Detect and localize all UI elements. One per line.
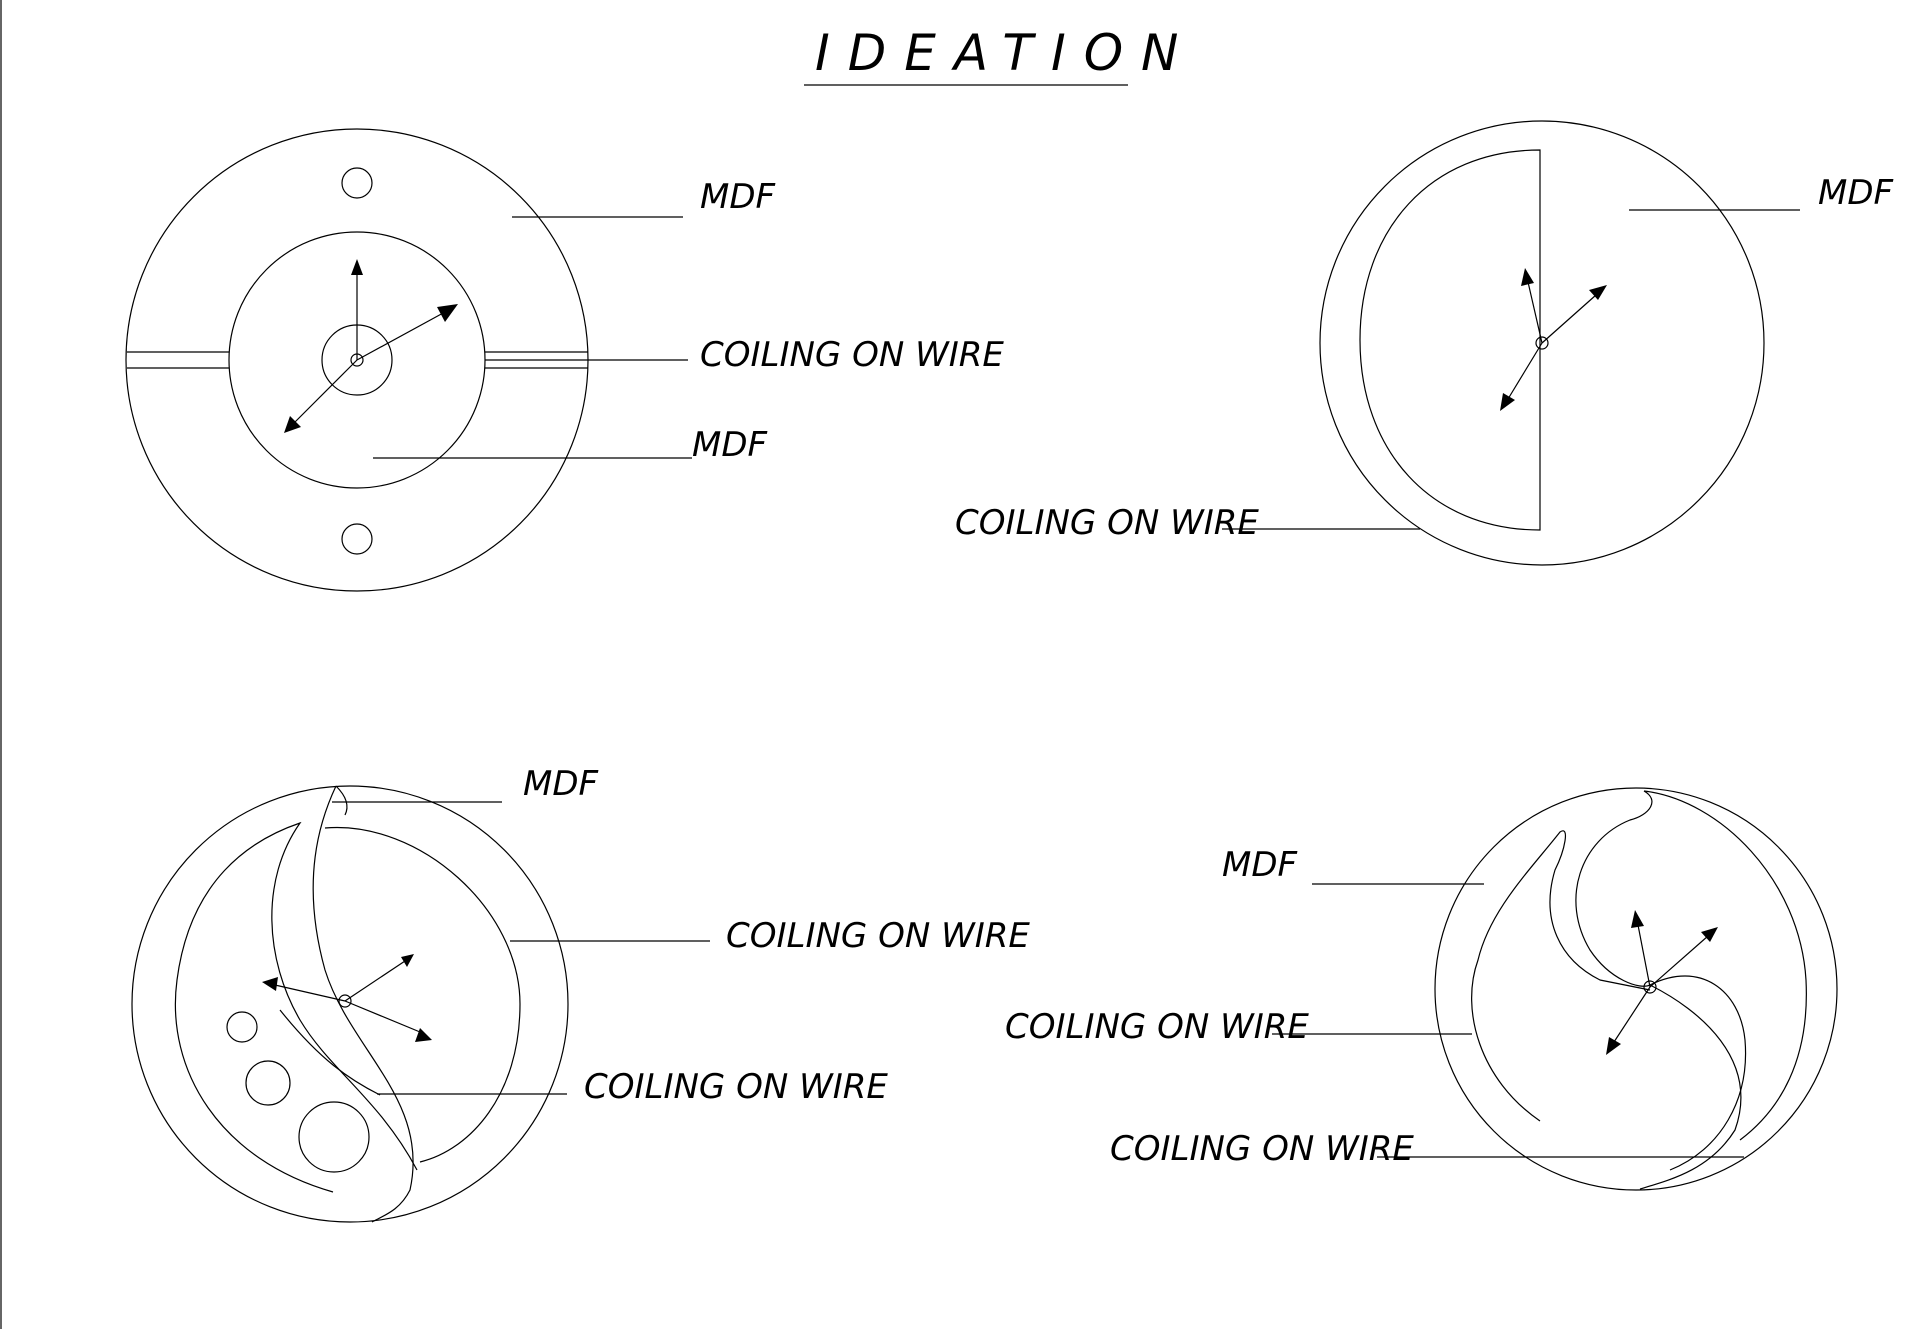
label-coiling-on-wire: COILING ON WIRE xyxy=(700,335,1004,375)
arrow-up xyxy=(1637,924,1651,988)
inner-arc xyxy=(324,826,521,1163)
arrow-up-left xyxy=(1527,281,1543,344)
mount-hole-bottom xyxy=(341,523,373,555)
arrow-lower-left xyxy=(1507,342,1543,400)
arrowhead-lower-left-icon xyxy=(1606,1037,1621,1055)
center-pivot xyxy=(338,994,352,1008)
arrow-lower-left xyxy=(292,359,358,425)
label-mdf: MDF xyxy=(523,764,599,804)
design-top-right: MDF COILING ON WIRE xyxy=(955,120,1894,566)
left-coil-former xyxy=(174,821,418,1193)
arrowhead-upper-right-icon xyxy=(401,954,414,967)
arrowhead-upper-right-icon xyxy=(1701,927,1718,942)
half-disc-coil-former xyxy=(1359,149,1541,531)
center-pivot xyxy=(1643,980,1657,994)
s-curve-top-hook xyxy=(335,785,348,816)
right-coil-former xyxy=(1575,790,1742,1190)
teardrop-inner-edge xyxy=(279,1009,381,1096)
arrow-left xyxy=(274,984,346,1002)
arrowhead-lower-left-icon xyxy=(1500,393,1515,411)
label-coiling-on-wire-lower: COILING ON WIRE xyxy=(1110,1129,1414,1169)
arrow-upper-right xyxy=(356,311,446,361)
arrow-upper-right xyxy=(344,960,406,1002)
design-top-left: MDF COILING ON WIRE MDF xyxy=(125,128,1004,592)
arrowhead-up-icon xyxy=(351,259,363,275)
outer-disc xyxy=(131,785,569,1223)
arrowhead-upper-right-icon xyxy=(437,304,458,322)
page-title: IDEATION xyxy=(815,24,1196,82)
arrowhead-upper-right-icon xyxy=(1589,285,1607,300)
mount-hole-top xyxy=(341,167,373,199)
hole-medium xyxy=(245,1060,291,1106)
label-mdf: MDF xyxy=(1222,845,1298,885)
arrow-upper-right xyxy=(1541,294,1597,344)
outer-disc xyxy=(1434,787,1838,1191)
hole-large xyxy=(298,1101,370,1173)
label-coiling-on-wire-upper: COILING ON WIRE xyxy=(1005,1007,1309,1047)
arrowhead-up-icon xyxy=(1631,910,1644,928)
hole-small xyxy=(226,1011,258,1043)
design-bottom-left: MDF COILING ON WIRE COILING ON WIRE xyxy=(131,764,1030,1223)
arrowhead-lower-right-icon xyxy=(415,1028,432,1042)
label-coiling-on-wire: COILING ON WIRE xyxy=(955,503,1259,543)
label-mdf-outer: MDF xyxy=(700,177,776,217)
arrow-upper-right xyxy=(1649,935,1709,988)
arrow-lower-left xyxy=(1613,986,1651,1043)
label-coiling-on-wire-upper: COILING ON WIRE xyxy=(726,916,1030,956)
arrow-lower-right xyxy=(344,1000,421,1033)
arrowhead-lower-left-icon xyxy=(284,416,301,433)
label-coiling-on-wire-lower: COILING ON WIRE xyxy=(584,1067,888,1107)
s-curve-divider xyxy=(312,785,414,1223)
label-mdf: MDF xyxy=(1818,173,1894,213)
label-mdf-inner: MDF xyxy=(692,425,768,465)
inner-s-curve xyxy=(1649,975,1747,1171)
design-bottom-right: MDF COILING ON WIRE COILING ON WIRE xyxy=(1005,787,1838,1191)
right-outer-arc xyxy=(1643,790,1807,1141)
outer-disc xyxy=(1319,120,1765,566)
center-pivot xyxy=(1535,336,1549,350)
arrowhead-up-left-icon xyxy=(1521,268,1534,286)
left-coil-former xyxy=(1471,830,1651,1122)
arrowhead-left-icon xyxy=(262,977,278,991)
